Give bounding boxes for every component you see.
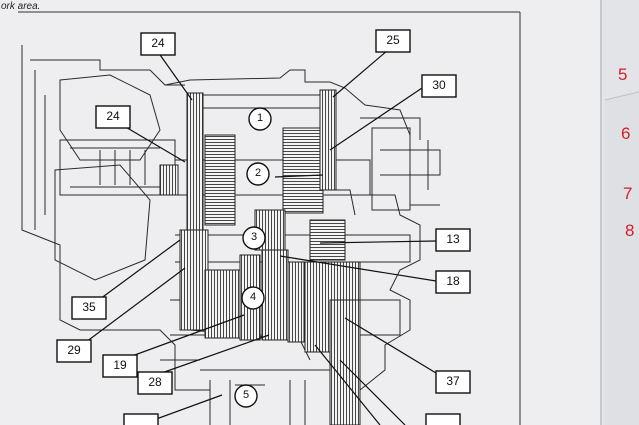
callout-37: 37 <box>446 374 460 388</box>
gear-stacks <box>159 89 361 425</box>
callout-25: 25 <box>386 33 400 47</box>
square-callouts <box>56 29 471 425</box>
callout-35: 35 <box>82 300 96 314</box>
circle-callout-2: 2 <box>254 167 262 179</box>
circle-callouts <box>234 107 272 408</box>
tab-5[interactable]: 5 <box>618 65 628 84</box>
callout-13: 13 <box>446 232 460 246</box>
callout-19: 19 <box>113 358 127 372</box>
circle-callout-5: 5 <box>242 389 250 401</box>
callout-18: 18 <box>446 274 460 288</box>
circle-callout-4: 4 <box>249 291 257 303</box>
callout-24-top: 24 <box>151 36 165 50</box>
tab-7[interactable]: 7 <box>623 184 633 203</box>
callout-29: 29 <box>67 343 81 357</box>
header-fragment: ork area. <box>1 1 41 12</box>
transmission-drawing <box>21 45 441 425</box>
tab-8[interactable]: 8 <box>625 221 635 240</box>
callout-30: 30 <box>432 78 446 92</box>
circle-callout-3: 3 <box>250 231 258 243</box>
tab-6[interactable]: 6 <box>621 124 631 143</box>
circle-callout-1: 1 <box>256 112 264 124</box>
callout-28: 28 <box>148 375 162 389</box>
leader-lines <box>85 49 437 425</box>
callout-24-left: 24 <box>106 109 120 123</box>
